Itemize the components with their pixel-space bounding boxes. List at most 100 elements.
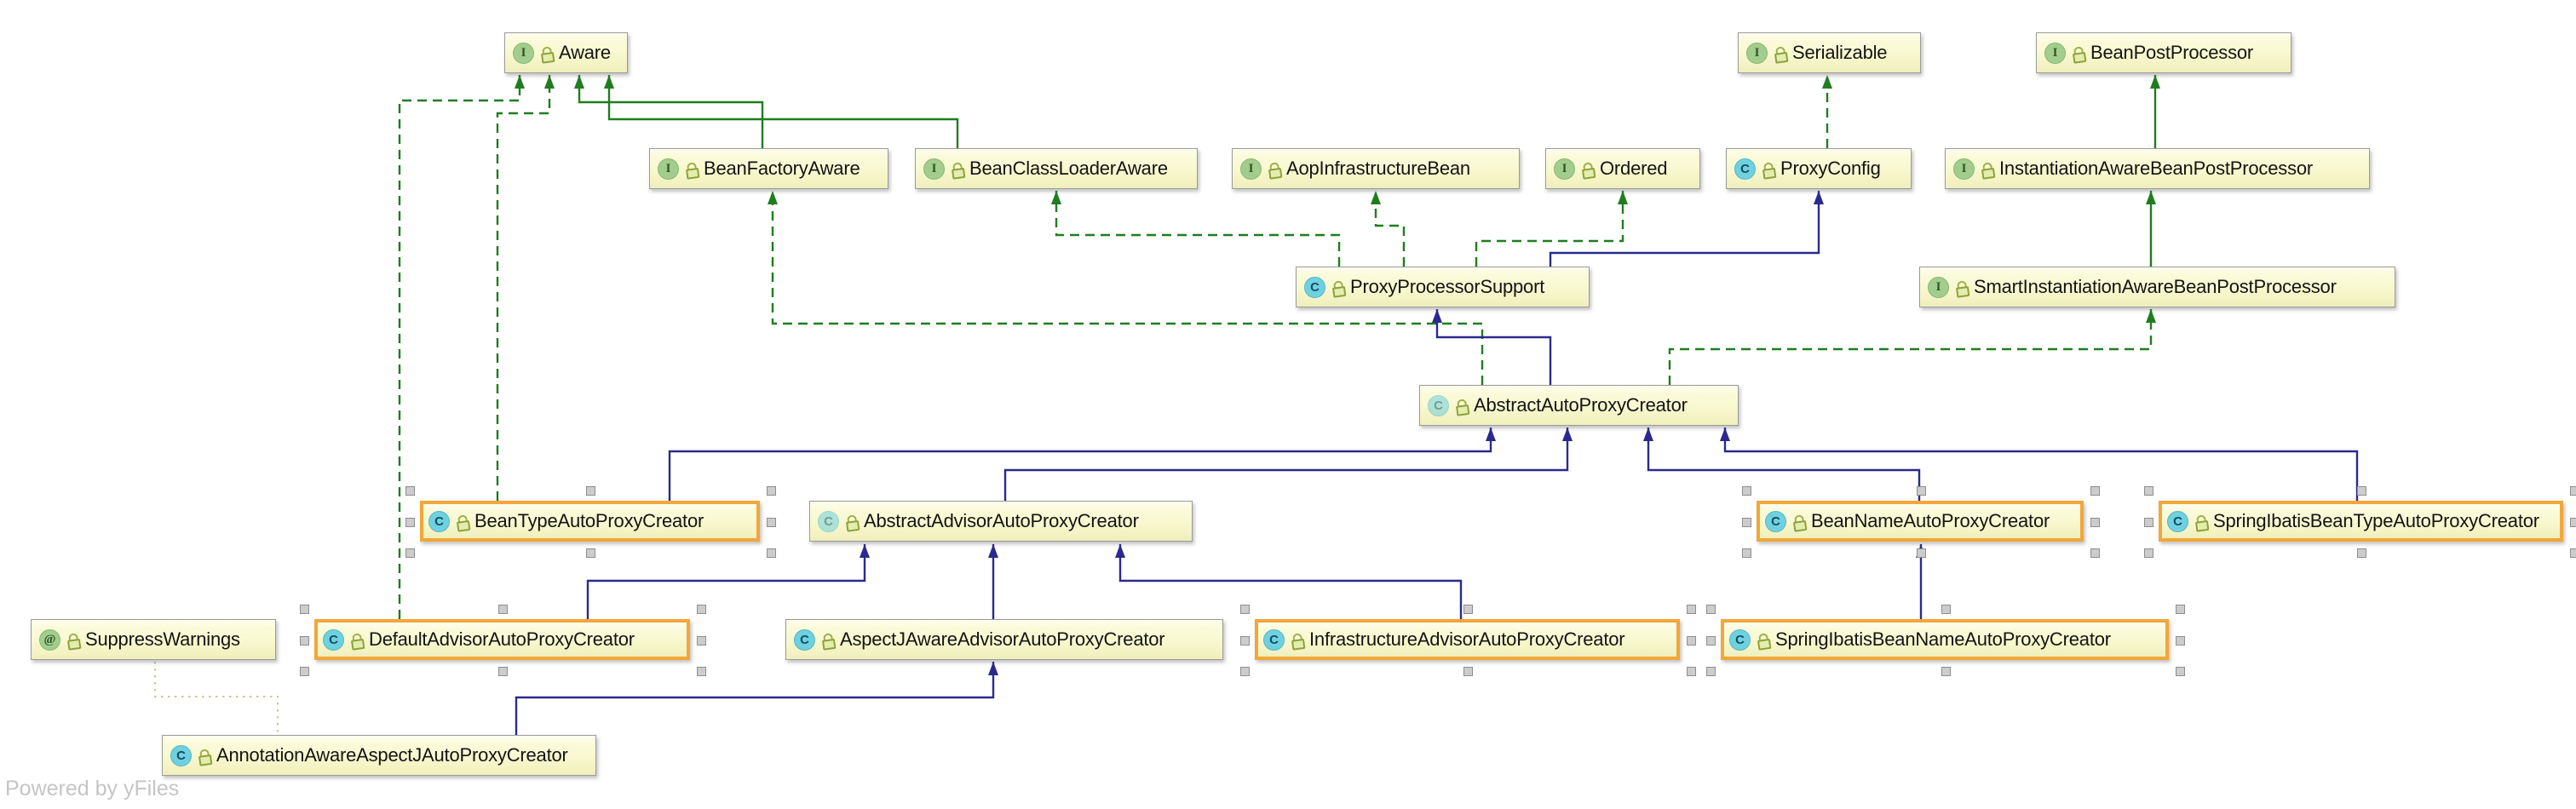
selection-handle[interactable] [2570,517,2576,527]
node-suppress-warnings[interactable]: @SuppressWarnings [31,619,276,660]
class-icon: C [2167,510,2188,532]
yfiles-watermark: Powered by yFiles [5,777,180,800]
edge-AbstractAutoProxyCreator-to-BeanFactoryAware [768,191,1484,385]
selection-handle[interactable] [586,486,595,496]
selection-handle[interactable] [1706,635,1716,645]
selection-handle[interactable] [2144,486,2153,496]
selection-handle[interactable] [2357,548,2366,558]
selection-handle[interactable] [1941,605,1951,614]
node-label: BeanNameAutoProxyCreator [1811,510,2050,531]
selection-handle[interactable] [767,548,776,558]
selection-handle[interactable] [2176,605,2185,614]
selection-handle[interactable] [1687,605,1696,614]
selection-handle[interactable] [300,667,309,676]
visibility-lock-icon [1954,279,1970,298]
node-label: SpringIbatisBeanNameAutoProxyCreator [1775,628,2111,650]
selection-handle[interactable] [405,517,415,527]
node-label: AspectJAwareAdvisorAutoProxyCreator [840,628,1165,650]
selection-handle[interactable] [1916,486,1926,496]
selection-handle[interactable] [2090,486,2100,496]
node-label: BeanClassLoaderAware [969,158,1168,179]
selection-handle[interactable] [1240,605,1250,614]
visibility-lock-icon [950,161,966,180]
selection-handle[interactable] [1941,667,1951,676]
visibility-lock-icon [66,632,82,651]
edge-DefaultAdvisorAutoProxyCreator-to-AbstractAdvisorAutoProxyCreator [586,544,870,619]
node-label: Aware [559,42,611,63]
selection-handle[interactable] [2176,635,2185,645]
node-label: BeanPostProcessor [2090,42,2254,63]
selection-handle[interactable] [2090,517,2100,527]
selection-handle[interactable] [2144,517,2153,527]
selection-handle[interactable] [1240,667,1250,676]
visibility-lock-icon [2071,45,2087,64]
node-label: SmartInstantiationAwareBeanPostProcessor [1974,276,2337,297]
node-aspect-jaware-advisor-auto-proxy-creator[interactable]: C AspectJAwareAdvisorAutoProxyCreator [785,619,1223,660]
selection-handle[interactable] [2570,486,2576,496]
visibility-lock-icon [1756,632,1772,651]
selection-handle[interactable] [2144,548,2153,558]
selection-handle[interactable] [2357,486,2366,496]
class-icon: C [428,510,450,532]
selection-handle[interactable] [1687,667,1696,676]
selection-handle[interactable] [498,605,508,614]
selection-handle[interactable] [2570,548,2576,558]
selection-handle[interactable] [767,486,776,496]
selection-handle[interactable] [1687,635,1696,645]
selection-handle[interactable] [1706,605,1716,614]
selection-handle[interactable] [1463,667,1473,676]
selection-handle[interactable] [2090,548,2100,558]
selection-handle[interactable] [405,486,415,496]
selection-handle[interactable] [1240,635,1250,645]
selection-handle[interactable] [697,635,706,645]
selection-handle[interactable] [1916,548,1926,558]
visibility-lock-icon [1290,632,1306,651]
selection-handle[interactable] [300,605,309,614]
class-icon: C [794,628,815,651]
selection-handle[interactable] [1463,605,1473,614]
interface-icon: I [1953,158,1975,180]
visibility-lock-icon [1791,514,1808,532]
selection-handle[interactable] [1742,548,1751,558]
selection-handle[interactable] [498,667,508,676]
edge-ProxyProcessorSupport-to-AopInfrastructureBean [1371,191,1406,267]
node-aware[interactable]: I Aware [504,32,628,73]
selection-handle[interactable] [697,667,706,676]
interface-icon: I [513,42,534,64]
selection-handle[interactable] [697,605,706,614]
visibility-lock-icon [844,514,860,532]
selection-handle[interactable] [405,548,415,558]
edge-ProxyProcessorSupport-to-Ordered [1475,191,1628,267]
selection-handle[interactable] [2176,667,2185,676]
selection-handle[interactable] [1706,667,1716,676]
selection-handle[interactable] [1742,517,1751,527]
interface-icon: I [1554,158,1575,180]
selection-handle[interactable] [767,517,776,527]
selection-handle[interactable] [1742,486,1751,496]
edge-InfrastructureAdvisorAutoProxyCreator-to-AbstractAdvisorAutoProxyCreator [1115,544,1463,619]
selection-handle[interactable] [300,635,309,645]
edge-AbstractAdvisorAutoProxyCreator-to-AbstractAutoProxyCreator [1003,427,1573,501]
node-label: BeanFactoryAware [704,158,860,179]
selection-handle[interactable] [586,548,595,558]
